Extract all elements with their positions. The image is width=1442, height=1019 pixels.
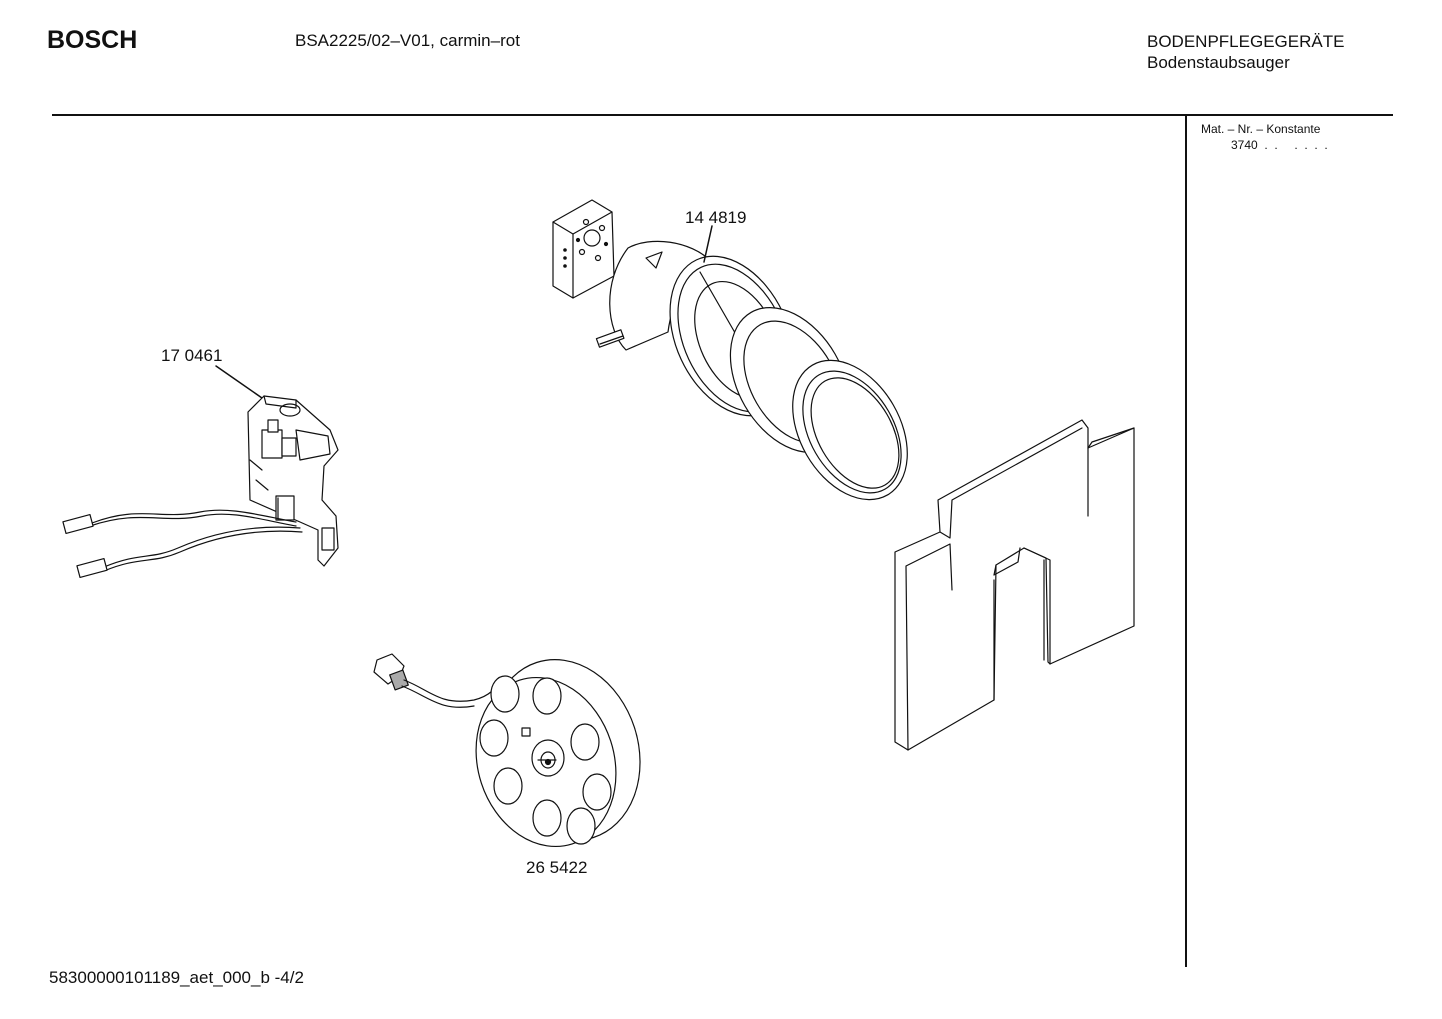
cable-reel-icon	[374, 640, 663, 865]
category-subtitle: Bodenstaubsauger	[1147, 53, 1290, 72]
part-number-switch: 17 0461	[161, 346, 223, 365]
filter-ring-icon	[769, 340, 931, 520]
sidebar-divider	[1185, 116, 1187, 967]
switch-board-icon	[248, 396, 338, 566]
category-block: BODENPFLEGEGERÄTE Bodenstaubsauger	[1147, 31, 1344, 73]
mat-nr-value: 3740 . . . . . .	[1231, 138, 1328, 152]
category-title: BODENPFLEGEGERÄTE	[1147, 32, 1345, 51]
insulation-block-icon	[895, 420, 1134, 750]
model-title: BSA2225/02–V01, carmin–rot	[295, 31, 520, 50]
part-number-cable-reel: 26 5422	[526, 858, 588, 877]
part-number-motor: 14 4819	[685, 208, 747, 227]
header-divider	[52, 114, 1393, 116]
mounting-plate-icon	[553, 200, 614, 298]
switch-leader-line	[216, 366, 262, 398]
wire-leads-icon	[63, 510, 302, 577]
motor-leader-line	[704, 226, 712, 262]
brand-logo: BOSCH	[47, 26, 138, 54]
mat-nr-label: Mat. – Nr. – Konstante	[1201, 122, 1321, 136]
document-id: 58300000101189_aet_000_b -4/2	[49, 968, 304, 987]
